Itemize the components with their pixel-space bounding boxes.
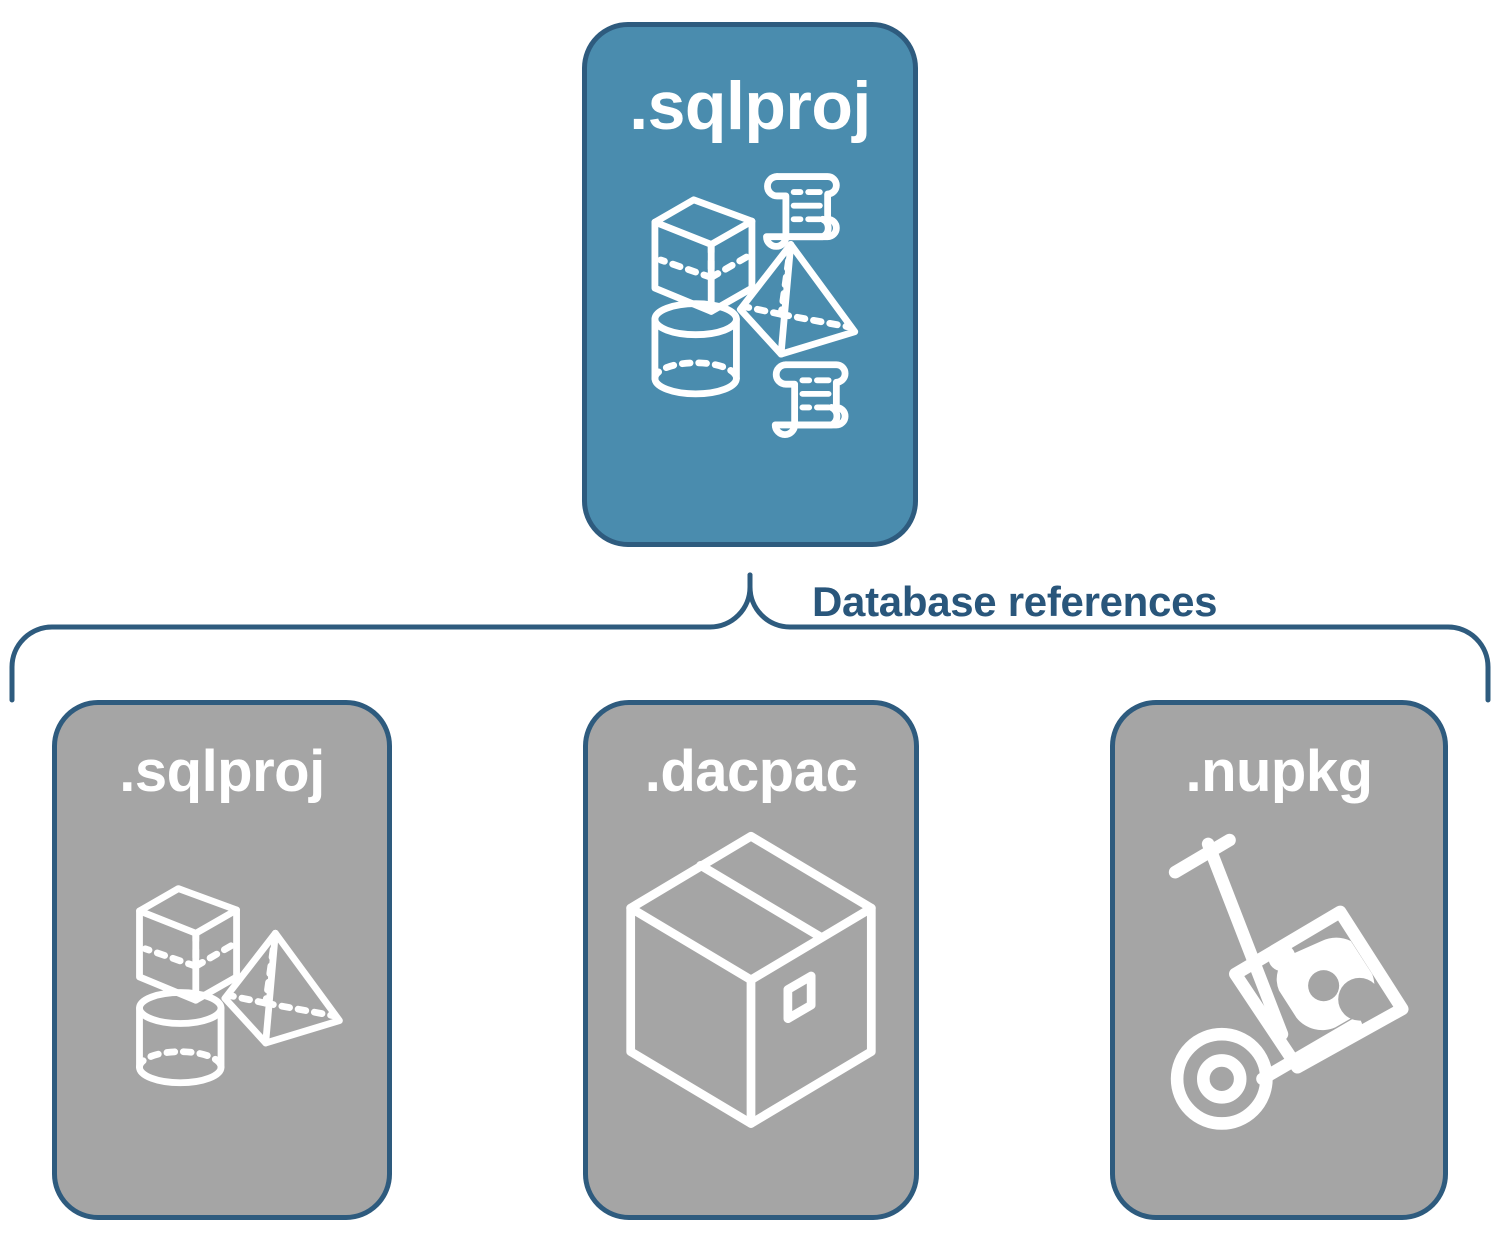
node-ref-nupkg[interactable]: .nupkg [1110,700,1448,1220]
dacpac-icon-group [626,831,876,1128]
node-ref-sqlproj-artwork [57,801,387,1215]
node-ref-dacpac[interactable]: .dacpac [583,700,919,1220]
scroll-icon [763,173,840,250]
node-ref-sqlproj-title: .sqlproj [119,739,325,804]
cylinder-icon [651,300,740,398]
node-ref-nupkg-title: .nupkg [1185,739,1373,804]
cube-icon [651,196,756,315]
root-icon-group [651,173,859,438]
hand-truck-package-icon [1168,833,1409,1130]
node-ref-dacpac-title: .dacpac [644,739,858,804]
wheel-icon [1170,1027,1273,1130]
node-ref-sqlproj[interactable]: .sqlproj [52,700,392,1220]
node-ref-dacpac-artwork [588,801,914,1215]
node-ref-nupkg-artwork [1115,801,1443,1215]
sqlproj-icon-group [136,885,343,1087]
pyramid-icon [736,241,859,358]
package-box-icon [626,831,876,1128]
node-root-title: .sqlproj [629,68,871,144]
node-root-artwork [587,140,913,542]
pyramid-icon [221,929,343,1047]
package-icon [1229,905,1409,1074]
bracket-label: Database references [812,578,1218,625]
cylinder-icon [136,989,225,1087]
node-root-sqlproj[interactable]: .sqlproj [582,22,918,547]
cube-icon [136,885,240,1004]
database-references-bracket [9,572,1491,703]
nupkg-icon-group [1168,833,1409,1130]
scroll-icon [771,361,849,438]
